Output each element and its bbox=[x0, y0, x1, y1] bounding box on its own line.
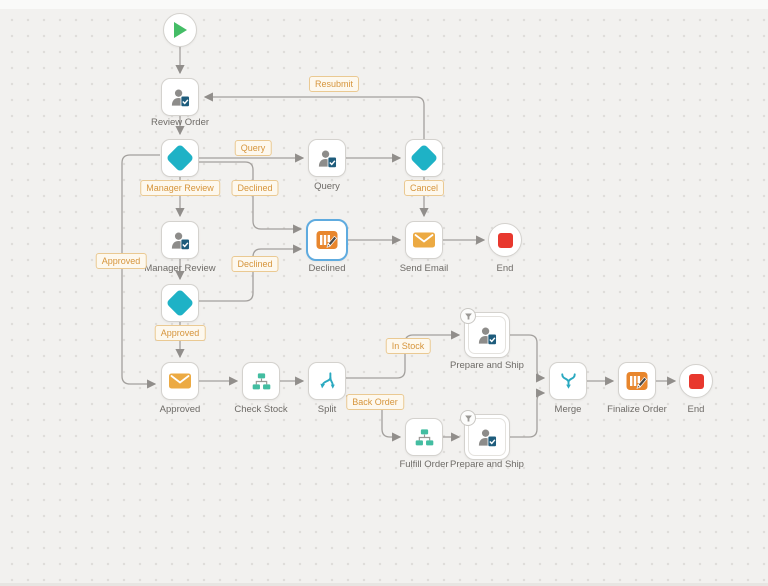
diamond-gateway-icon bbox=[409, 143, 439, 173]
gateway-cancel[interactable] bbox=[405, 139, 443, 177]
org-chart-icon bbox=[415, 428, 433, 445]
gateway-label-cancel[interactable]: Cancel bbox=[403, 180, 445, 196]
node-label: End bbox=[687, 404, 705, 415]
task-inner-frame bbox=[468, 316, 506, 354]
node-label: Declined bbox=[308, 263, 346, 274]
diamond-gateway-icon bbox=[165, 143, 195, 173]
canvas-bottom-edge bbox=[0, 583, 768, 586]
node-label: Prepare and Ship bbox=[450, 459, 524, 470]
gateway-label-manager-review[interactable]: Manager Review bbox=[140, 180, 220, 196]
node-finalize-order[interactable] bbox=[618, 362, 656, 400]
node-prepare-and-ship-top[interactable] bbox=[460, 308, 510, 358]
gateway-label-approved[interactable]: Approved bbox=[154, 325, 206, 341]
node-check-stock[interactable] bbox=[242, 362, 280, 400]
merge-icon bbox=[560, 372, 576, 389]
filter-icon bbox=[460, 308, 476, 324]
user-task-icon bbox=[171, 232, 190, 250]
node-start[interactable] bbox=[163, 13, 197, 47]
edit-status-icon bbox=[316, 231, 338, 249]
diamond-gateway-icon bbox=[165, 288, 195, 318]
stop-icon bbox=[688, 373, 704, 389]
edge-resubmit[interactable] bbox=[203, 92, 425, 139]
edge-label-back-order[interactable]: Back Order bbox=[346, 394, 404, 410]
email-icon bbox=[169, 373, 191, 389]
user-task-icon bbox=[171, 89, 190, 107]
edge-declined-from-approved-gateway[interactable] bbox=[199, 244, 303, 302]
node-declined[interactable] bbox=[306, 219, 348, 261]
filter-icon bbox=[460, 410, 476, 426]
node-end-top[interactable] bbox=[488, 223, 522, 257]
node-label: Query bbox=[314, 181, 340, 192]
node-end-bottom[interactable] bbox=[679, 364, 713, 398]
stop-icon bbox=[497, 232, 513, 248]
edge-label-in-stock[interactable]: In Stock bbox=[385, 338, 431, 354]
node-fulfill-order[interactable] bbox=[405, 418, 443, 456]
node-query[interactable] bbox=[308, 139, 346, 177]
edge-label-resubmit[interactable]: Resubmit bbox=[308, 76, 360, 92]
edge-label-declined-bottom[interactable]: Declined bbox=[231, 256, 279, 272]
edge-label-approved[interactable]: Approved bbox=[95, 253, 147, 269]
edge-approved-left[interactable] bbox=[121, 154, 160, 389]
user-task-icon bbox=[478, 429, 497, 447]
user-task-icon bbox=[478, 327, 497, 345]
split-icon bbox=[319, 371, 335, 389]
node-label: Manager Review bbox=[144, 263, 216, 274]
node-review-order[interactable] bbox=[161, 78, 199, 116]
gateway-manager-review[interactable] bbox=[161, 139, 199, 177]
gateway-approved[interactable] bbox=[161, 284, 199, 322]
node-label: Approved bbox=[159, 404, 201, 415]
node-prepare-and-ship-bottom[interactable] bbox=[460, 410, 510, 460]
canvas-top-edge bbox=[0, 0, 768, 9]
edge-label-query[interactable]: Query bbox=[234, 140, 272, 156]
play-icon bbox=[174, 22, 187, 38]
edge-prepare-ship-bottom-to-merge[interactable] bbox=[510, 388, 546, 438]
node-label: Check Stock bbox=[234, 404, 288, 415]
node-merge[interactable] bbox=[549, 362, 587, 400]
node-label: Review Order bbox=[150, 117, 210, 128]
node-label: Merge bbox=[554, 404, 582, 415]
node-send-email[interactable] bbox=[405, 221, 443, 259]
edit-status-icon bbox=[626, 372, 648, 390]
edge-label-declined-top[interactable]: Declined bbox=[231, 180, 279, 196]
node-label: Fulfill Order bbox=[399, 459, 449, 470]
node-label: Send Email bbox=[399, 263, 449, 274]
task-inner-frame bbox=[468, 418, 506, 456]
user-task-icon bbox=[318, 150, 337, 168]
node-approved[interactable] bbox=[161, 362, 199, 400]
node-label: Prepare and Ship bbox=[450, 360, 524, 371]
node-split[interactable] bbox=[308, 362, 346, 400]
edge-prepare-ship-top-to-merge[interactable] bbox=[510, 334, 546, 383]
org-chart-icon bbox=[252, 372, 270, 389]
node-label: Split bbox=[317, 404, 337, 415]
node-label: Finalize Order bbox=[607, 404, 667, 415]
node-label: End bbox=[496, 263, 514, 274]
email-icon bbox=[413, 232, 435, 248]
node-manager-review[interactable] bbox=[161, 221, 199, 259]
edge-in-stock[interactable] bbox=[346, 330, 461, 379]
